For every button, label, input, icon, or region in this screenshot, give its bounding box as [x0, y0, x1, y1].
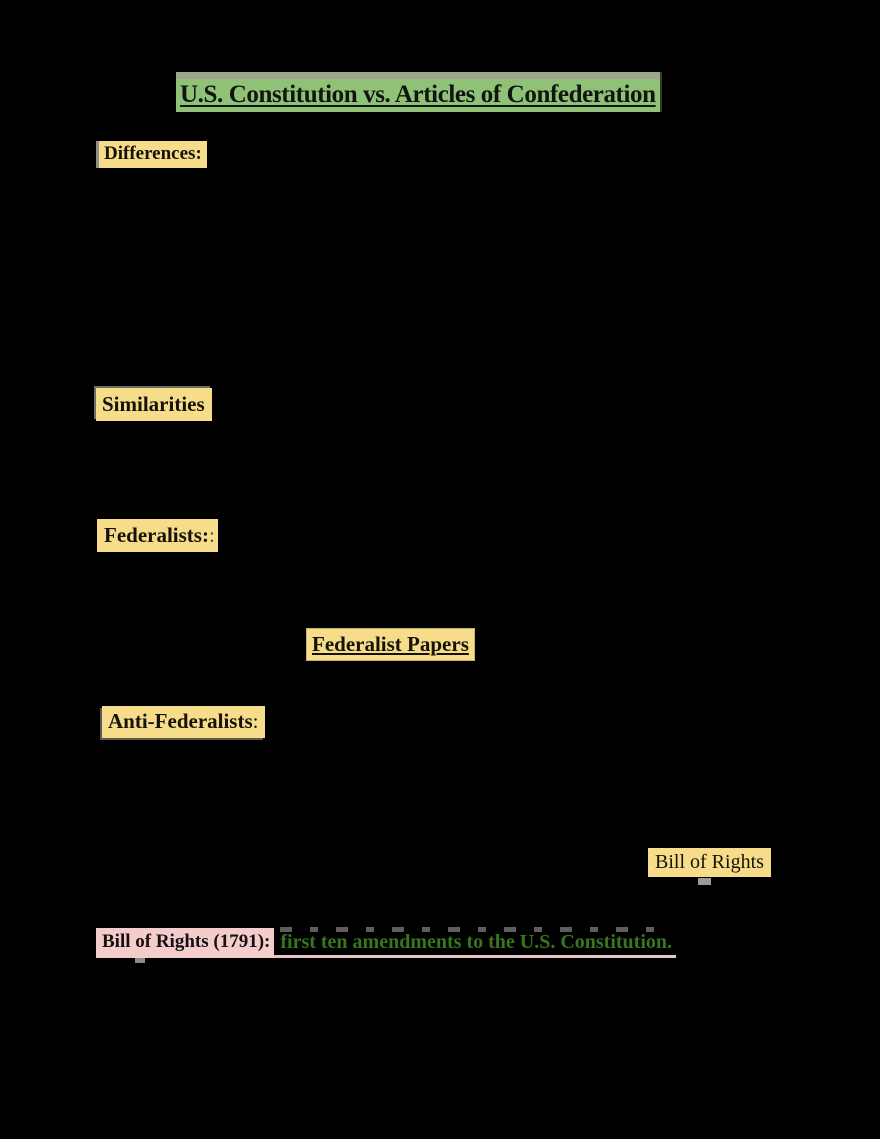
heading-similarities-label: Similarities: [102, 392, 205, 416]
heading-anti-federalists-label: Anti-Federalists: [108, 709, 253, 733]
definition-text: first ten amendments to the U.S. Constit…: [274, 927, 677, 958]
heading-differences-label: Differences:: [104, 143, 202, 164]
term-bill-of-rights-label: Bill of Rights: [655, 851, 764, 873]
term-bill-of-rights: Bill of Rights: [648, 848, 771, 877]
document-title-highlight: U.S. Constitution vs. Articles of Confed…: [176, 72, 662, 112]
heading-similarities: Similarities: [96, 388, 212, 421]
heading-anti-federalists: Anti-Federalists:: [102, 706, 265, 738]
heading-federalist-papers-label: Federalist Papers: [312, 632, 469, 656]
heading-anti-federalists-colon: :: [252, 709, 259, 733]
document-title: U.S. Constitution vs. Articles of Confed…: [180, 81, 656, 108]
bill-of-rights-definition-line: Bill of Rights (1791): first ten amendme…: [96, 927, 677, 958]
heading-federalists: Federalists::: [97, 519, 218, 552]
selection-artifact: [135, 958, 145, 963]
heading-differences: Differences:: [96, 141, 207, 168]
heading-federalist-papers: Federalist Papers: [306, 628, 475, 661]
selection-artifact: [698, 878, 711, 885]
heading-federalists-faint-colon: :: [208, 523, 215, 547]
heading-federalists-label: Federalists:: [104, 523, 209, 547]
definition-term: Bill of Rights (1791):: [96, 928, 275, 958]
